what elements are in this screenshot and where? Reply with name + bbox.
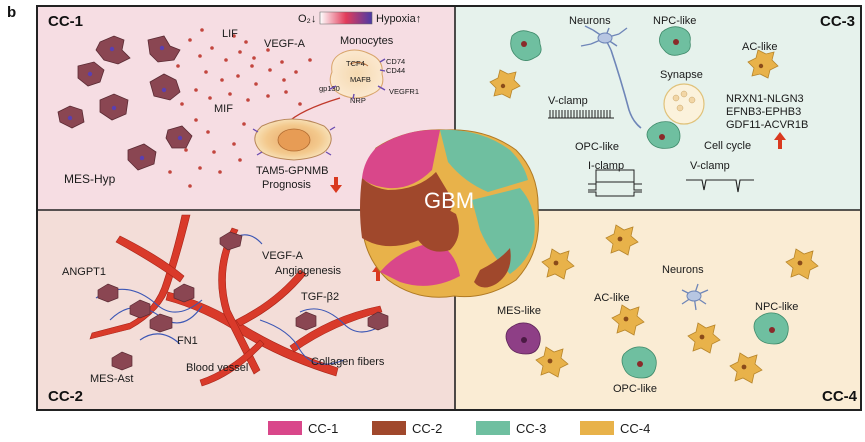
tam5-receptors [252,126,336,156]
vclamp-trace [548,110,614,119]
synapse-label: Synapse [660,69,703,81]
legend-swatch-3 [476,421,510,435]
cell-cycle-label: Cell cycle [704,140,751,152]
iclamp-trace [588,169,642,197]
mes-ast-cells [97,231,389,371]
cc1-title: CC-1 [48,13,83,30]
fn1-label: FN1 [177,335,198,347]
gp130-label: gp130 [319,84,340,93]
tcf4-label: TCF4 [346,59,365,68]
cc3-cells [489,26,779,149]
prognosis-down-arrow [330,177,342,193]
legend-label-1: CC-1 [308,421,338,436]
cc4-neurons-label: Neurons [662,264,704,276]
cc4-title: CC-4 [822,388,858,405]
angiogenesis-label: Angiogenesis [275,265,342,277]
gbm-tumor [360,129,540,298]
legend: CC-1 CC-2 CC-3 CC-4 [268,421,650,436]
cc2-vegfa-label: VEGF-A [262,250,304,262]
nrp-label: NRP [350,96,366,105]
mes-ast-label: MES-Ast [90,373,133,385]
blood-vessel-label: Blood vessel [186,362,248,374]
cc4-opc-nucleus [637,361,643,367]
monocytes-label: Monocytes [340,35,394,47]
legend-swatch-1 [268,421,302,435]
cc3-neuron-body [597,32,613,44]
cc3-npc-label: NPC-like [653,15,696,27]
cc4-npc-label: NPC-like [755,301,798,313]
cc3-ac-label: AC-like [742,41,777,53]
vclamp-label: V-clamp [548,95,588,107]
prognosis-label: Prognosis [262,179,311,191]
legend-label-3: CC-3 [516,421,546,436]
cytokine-dots [168,28,312,188]
pair-3: GDF11-ACVR1B [726,119,808,131]
gbm-label: GBM [424,188,474,213]
monocyte-cell [329,49,384,99]
outer-frame [36,5,862,411]
cc4-cells [535,224,819,384]
blood-vessel [89,214,383,387]
vclamp2-label: V-clamp [690,160,730,172]
cc3-opc-label: OPC-like [575,141,619,153]
synapse-zoom [663,83,705,125]
pair-1: NRXN1-NLGN3 [726,93,804,105]
pair-2: EFNB3-EPHB3 [726,106,801,118]
iclamp-label: I-clamp [588,160,624,172]
lif-label: LIF [222,28,238,40]
legend-swatch-4 [580,421,614,435]
cc2-title: CC-2 [48,388,83,405]
o2-label: O₂↓ [298,13,316,25]
legend-label-2: CC-2 [412,421,442,436]
mif-label: MIF [214,103,233,115]
tam5-cell [254,118,332,161]
cc4-neuron-body [686,290,702,302]
receptor-marks [329,58,386,100]
cc3-title: CC-3 [820,13,855,30]
cd74-label: CD74 [386,57,405,66]
tgfb2-label: TGF-β2 [301,291,339,303]
mafb-label: MAFB [350,75,371,84]
legend-swatch-2 [372,421,406,435]
cc4-opc-label: OPC-like [613,383,657,395]
cc3-neurons-label: Neurons [569,15,611,27]
mes-hyp-label: MES-Hyp [64,172,116,186]
cc4-mes-label: MES-like [497,305,541,317]
hypoxia-label: Hypoxia↑ [376,13,421,25]
cd44-label: CD44 [386,66,405,75]
angpt1-label: ANGPT1 [62,266,106,278]
vegfa-label: VEGF-A [264,38,306,50]
vegfr1-label: VEGFR1 [389,87,419,96]
mes-hyp-cells [57,35,193,171]
panel-letter: b [7,4,16,21]
cc4-ac-label: AC-like [594,292,629,304]
vclamp2-trace [686,179,754,193]
cc4-npc-nucleus [769,327,775,333]
legend-label-4: CC-4 [620,421,650,436]
tam5-label: TAM5-GPNMB [256,165,329,177]
collagen-label: Collagen fibers [311,356,385,368]
mes-hyp-nuclei [67,45,183,161]
hypoxia-gradient-bar [319,11,373,25]
synapse-vesicles [672,90,696,112]
cc4-mes-nucleus [521,337,527,343]
cell-cycle-up-arrow [774,132,786,149]
